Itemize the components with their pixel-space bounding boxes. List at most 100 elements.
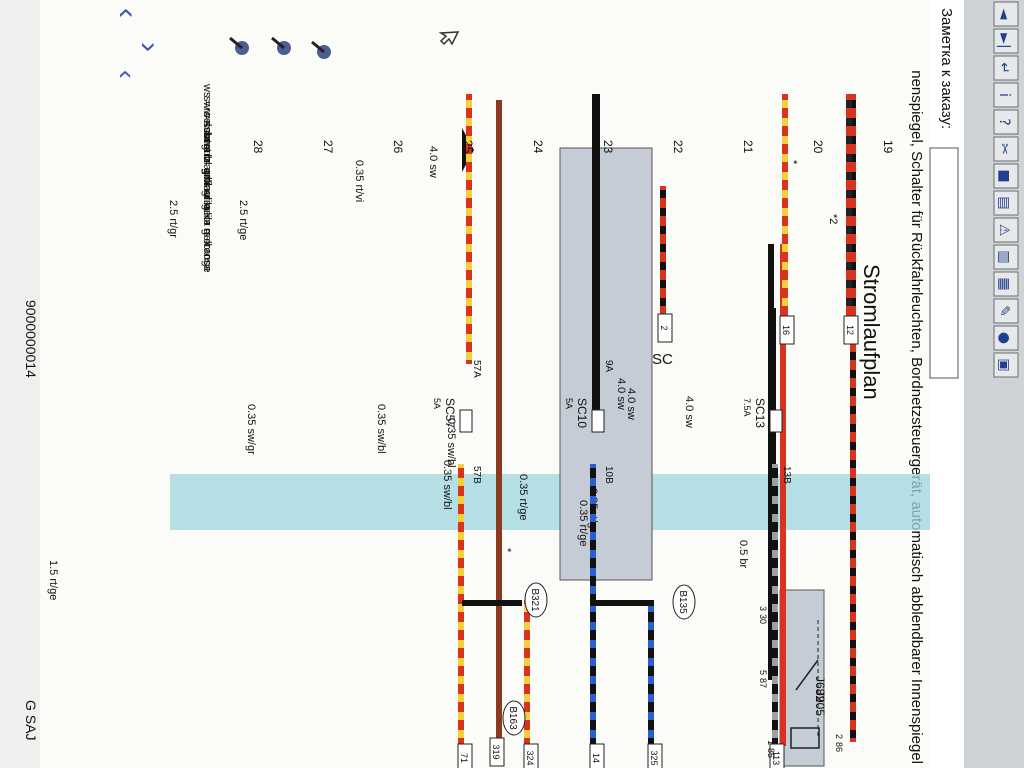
wire-label-1: 4.0 sw [683,396,695,428]
fuse-in-pin: 9A [603,360,614,373]
last-button[interactable]: ►| [993,28,1019,54]
back-button[interactable]: ◄ [993,1,1019,27]
legend-item-gr: gr = grau [201,168,213,212]
grid-number-26: 26 [391,140,405,154]
marker-1: * [501,548,513,553]
grid-number-24: 24 [531,140,545,154]
fuse-name: SC13 [753,398,767,428]
zoom-button[interactable]: ▦ [993,271,1019,297]
relay-pin-code: 85 [766,748,776,758]
legend-item-vi: vi = lila [201,192,213,227]
list-button[interactable]: ▤ [993,190,1019,216]
fuse-rating: 5A [432,398,442,409]
help-button[interactable]: ? [993,109,1019,135]
terminal-label: 324 [525,750,535,765]
back-icon: ◄ [996,9,1012,20]
terminal-113: 113 [769,743,785,768]
legend-item-or: or = orange [201,216,213,273]
node-b135[interactable]: B135 [672,584,696,620]
note-icon: ▣ [996,358,1012,371]
relay-pin-30: 330 [758,606,768,624]
wire-label-8: 2.5 rt/gr [167,200,179,238]
wire-rtvi [660,186,666,320]
legend-item-br: br = braun [201,132,213,182]
help-icon: ? [996,118,1012,125]
wire-10b [590,464,596,760]
tools-button[interactable]: ✂ [993,136,1019,162]
terminal-label: 113 [771,751,781,765]
relay-pin-code: 30 [758,614,768,624]
component-label-j682: J682 [813,676,827,702]
relay-coil [790,727,820,749]
terminal-label: 14 [591,753,601,763]
terminal-12: 12 [843,315,859,345]
grid-number-21: 21 [741,140,755,154]
grid-number-23: 23 [601,140,615,154]
relay-pin-85: 185 [766,740,776,758]
note-button[interactable]: ▣ [993,352,1019,378]
pin-button[interactable]: ● [993,325,1019,351]
relay-pin-code: 87 [758,678,768,688]
terminal-label: 2 [659,325,669,330]
node-b163[interactable]: B163 [502,700,526,736]
note-input[interactable] [929,147,959,379]
component-label-j905: J905 [813,690,827,716]
fuse-name: SC57 [443,398,457,428]
chevron-left-icon[interactable]: ‹ [112,70,142,79]
pin-icon: ● [996,332,1012,344]
wire-label-14: 0.35 sw/bl [375,404,387,454]
relay-pin-86: 286 [834,734,844,752]
highlight-band [170,474,930,530]
wire-label-0: 0.5 br [737,540,749,568]
chevron-down-icon[interactable]: › [133,42,166,52]
return-button[interactable]: ↵ [993,55,1019,81]
status-bar [0,0,40,768]
book-button[interactable]: ■ [993,163,1019,189]
terminal-label: 16 [781,325,791,335]
toolbar-buttons: ◄ ►| ↵ i? ✂ ■▤⚠ ▥ ▦ ✎ ● ▣ [993,1,1019,378]
terminal-324: 324 [523,743,539,768]
terminal-2: 2 [657,313,673,343]
wire-sw-40 [592,94,600,430]
zoom-icon: ▦ [996,277,1012,290]
tools-icon: ✂ [996,143,1012,155]
doc-number: 9000000014 [23,300,39,378]
marker-2: *2 [827,214,839,224]
terminal-label: 12 [845,325,855,335]
wire-rtge-25 [782,94,788,330]
return-icon: ↵ [996,62,1012,74]
legend-item-bl: bl = blau [201,156,213,198]
nodes: B163 B321 B135 [502,582,696,736]
info-button[interactable]: i [993,82,1019,108]
edit-button[interactable]: ✎ [993,298,1019,324]
fuse-box-label: SC [652,351,673,368]
node-b321[interactable]: B321 [524,582,548,618]
chevron-up-icon[interactable]: ‹ [111,8,144,18]
cursor-icon [438,31,460,46]
legend-item-rs: rs = rosa [201,228,213,272]
wire-label-2: 4.0 sw [625,388,637,420]
fuse-name: SC10 [575,398,589,428]
printer-button[interactable]: ▥ [993,244,1019,270]
wire-13b [772,464,778,760]
wire-85 [780,244,786,746]
marker-3: * [787,160,799,165]
terminal-319: 319 [489,737,505,767]
grid-number-27: 27 [321,140,335,154]
terminal-label: 319 [491,744,501,759]
wire-rtgr-25 [846,94,852,330]
printer-icon: ▥ [996,250,1012,263]
fuse-box [559,147,653,581]
grid-number-19: 19 [881,140,895,154]
diagram-canvas [40,0,930,768]
wire-324 [524,600,530,760]
node-label: B163 [507,706,518,730]
warning-button[interactable]: ⚠ [993,217,1019,243]
wire-label-7: 2.5 rt/ge [237,200,249,240]
